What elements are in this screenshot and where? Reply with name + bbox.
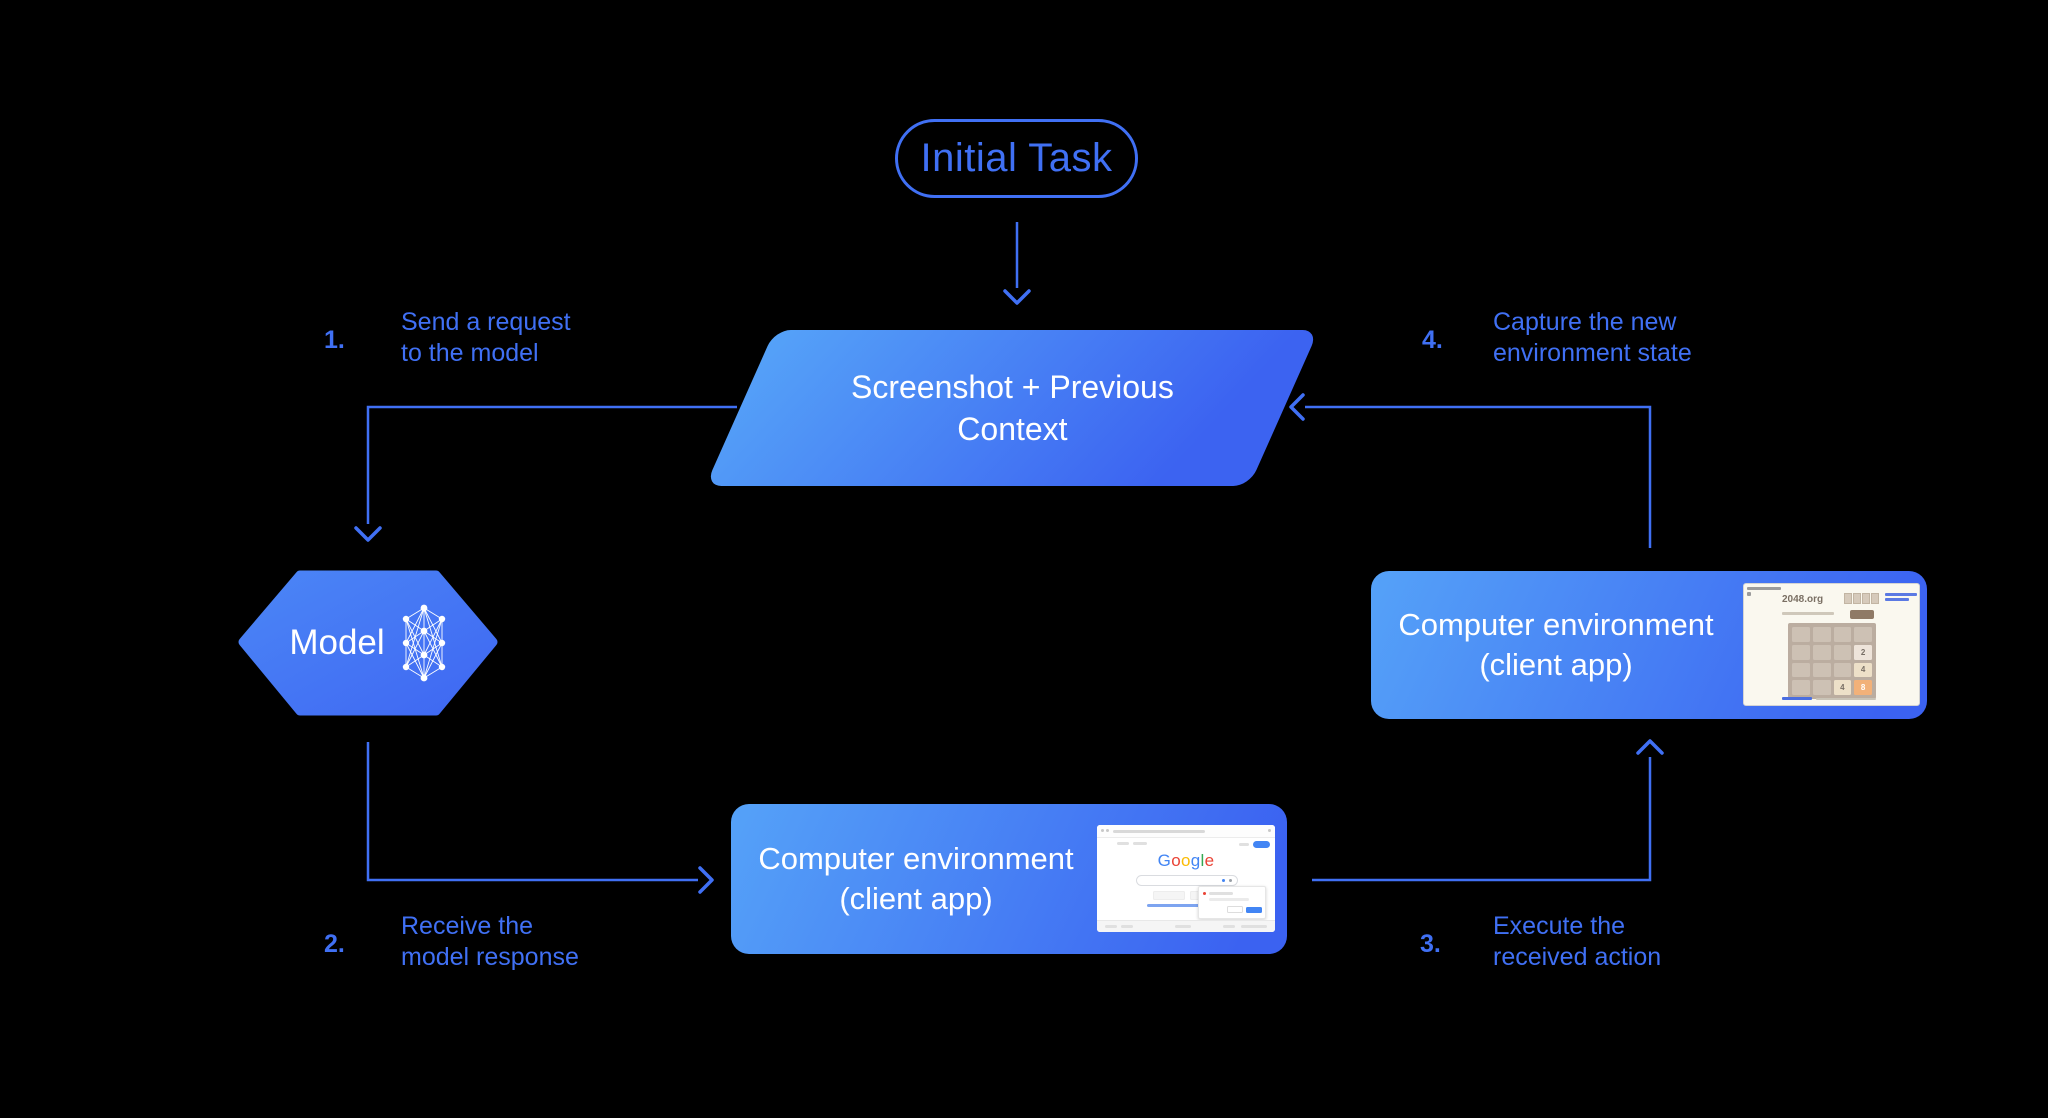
screenshot-context-label: Screenshot + Previous Context <box>851 366 1174 450</box>
game-2048-thumbnail: 2048.org 2 4 4 8 <box>1743 583 1920 706</box>
arrowhead-down-icon <box>354 526 382 542</box>
step-2-number: 2. <box>324 930 345 958</box>
model-label: Model <box>289 623 385 662</box>
screenshot-context-line2: Context <box>956 411 1068 447</box>
arrow-screenshot-to-model <box>366 405 737 524</box>
computer-environment-node-top: Computer environment (client app) 2048.o… <box>1371 571 1927 719</box>
arrow-env-to-env <box>1312 757 1652 882</box>
score-tile <box>1862 593 1870 604</box>
google-logo: Google <box>1157 851 1215 870</box>
screenshot-context-node: Screenshot + Previous Context <box>705 330 1319 486</box>
new-game-button <box>1850 610 1874 619</box>
site-title: 2048.org <box>1782 594 1824 605</box>
search-button <box>1153 891 1185 900</box>
arrow-model-to-env <box>366 742 698 882</box>
page-footer <box>1097 920 1275 932</box>
arrowhead-right-icon <box>698 866 714 894</box>
env-bottom-label: Computer environment (client app) <box>731 804 1101 954</box>
game-grid: 2 4 4 8 <box>1788 623 1876 699</box>
score-tile <box>1844 593 1852 604</box>
env-top-line1: Computer environment <box>1398 607 1714 642</box>
arrowhead-down-icon <box>1003 289 1031 305</box>
arrow-env-to-screenshot <box>1305 405 1652 548</box>
score-tile <box>1871 593 1879 604</box>
screenshot-context-line1: Screenshot + Previous <box>850 369 1174 405</box>
initial-task-node: Initial Task <box>895 119 1138 198</box>
address-bar <box>1113 830 1205 833</box>
step-1-number: 1. <box>324 326 345 354</box>
language-links <box>1147 904 1225 907</box>
google-search-thumbnail: Google <box>1097 825 1275 932</box>
step-4-number: 4. <box>1422 326 1443 354</box>
footer-link <box>1782 697 1812 700</box>
step-3-number: 3. <box>1420 930 1441 958</box>
env-bottom-line2: (client app) <box>839 881 993 916</box>
model-node: Model <box>238 570 498 716</box>
browser-chrome <box>1097 825 1275 838</box>
sign-in-button <box>1253 841 1270 848</box>
neural-network-icon <box>402 604 445 682</box>
game-tile: 2 <box>1854 644 1872 660</box>
model-hexagon-shape <box>238 570 498 716</box>
env-top-line2: (client app) <box>1479 647 1633 682</box>
arrowhead-up-icon <box>1636 739 1664 755</box>
env-top-label: Computer environment (client app) <box>1371 571 1741 719</box>
game-tile: 8 <box>1854 680 1872 695</box>
game-tile: 4 <box>1854 662 1872 678</box>
score-tile <box>1853 593 1861 604</box>
signin-dialog <box>1198 886 1266 919</box>
computer-environment-node-bottom: Computer environment (client app) Google <box>731 804 1287 954</box>
env-bottom-line1: Computer environment <box>758 841 1074 876</box>
game-tile: 4 <box>1833 680 1852 695</box>
initial-task-label: Initial Task <box>920 136 1113 180</box>
arrowhead-left-icon <box>1289 393 1305 421</box>
search-input <box>1136 875 1238 886</box>
